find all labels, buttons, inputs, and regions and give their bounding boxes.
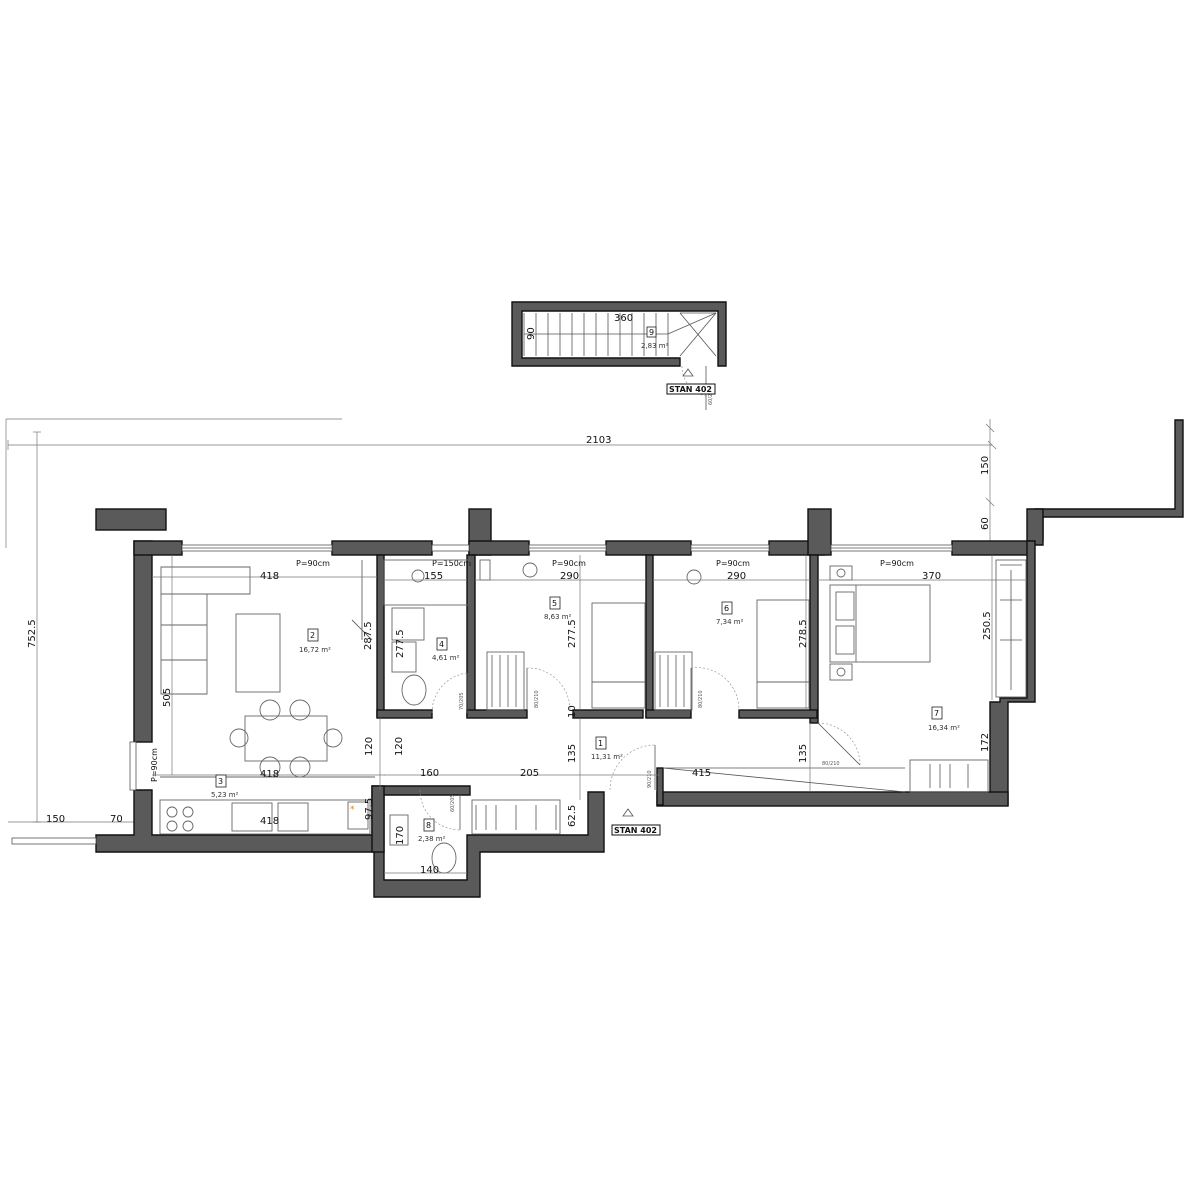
dim-room2-height: 505 (162, 688, 173, 707)
dim-room7-172: 172 (980, 733, 991, 752)
dim-hall-625: 62.5 (567, 805, 578, 827)
furniture: * 70/205 80/210 80/210 (159, 559, 1027, 874)
window-label-room4: P=150cm (432, 559, 471, 568)
room-no-9: 9 (649, 328, 654, 337)
room-area-7: 16,34 m² (928, 724, 960, 732)
dim-hall-10: 10 (567, 705, 578, 718)
room-area-4: 4,61 m² (432, 654, 460, 662)
door-label-5: 80/210 (534, 690, 540, 708)
dim-hall-120: 120 (394, 737, 405, 756)
dim-room5-height: 277.5 (567, 619, 578, 648)
room-no-5: 5 (552, 599, 557, 608)
dim-hall-975: 97.5 (364, 798, 375, 820)
dim-hall-415: 415 (692, 768, 711, 779)
room-no-8: 8 (426, 821, 431, 830)
door-label-6: 80/210 (698, 690, 704, 708)
dim-room6-height: 278.5 (798, 619, 809, 648)
stair-room-9: 60/205 360 90 9 2,83 m² STAN 402 (511, 301, 727, 410)
dim-stair-height: 90 (526, 327, 537, 340)
stan-label-top: STAN 402 (669, 385, 712, 394)
dim-ext-150-left: 150 (46, 814, 65, 825)
room-area-8: 2,38 m² (418, 835, 446, 843)
stan-label-bottom: STAN 402 (614, 826, 657, 835)
door-label-7: 80/210 (822, 761, 840, 767)
room-area-1: 11,31 m² (591, 753, 623, 761)
dim-room8-height: 170 (395, 826, 406, 845)
room-no-2: 2 (310, 631, 315, 640)
dim-room3-width2: 418 (260, 816, 279, 827)
window-label-room6: P=90cm (716, 559, 750, 568)
dim-room8-width: 140 (420, 865, 439, 876)
room-labels: 2 16,72 m² 3 5,23 m² 4 4,61 m² 5 8,63 m²… (211, 596, 960, 843)
dim-room3-height: 120 (364, 737, 375, 756)
door-label-8: 60/205 (450, 794, 456, 812)
dim-room7-height: 250.5 (982, 611, 993, 640)
windows (11, 544, 953, 845)
dimension-lines: 2103 752.5 150 70 150 60 (5, 418, 997, 825)
door-label-4: 70/205 (459, 692, 465, 710)
dim-stair-width: 360 (614, 313, 633, 324)
window-label-room3: P=90cm (150, 748, 159, 782)
room-no-6: 6 (724, 604, 729, 613)
walls (95, 508, 1036, 898)
dim-hall-135b: 135 (798, 744, 809, 763)
dim-hall-205: 205 (520, 768, 539, 779)
room-no-1: 1 (598, 739, 603, 748)
room-no-3: 3 (218, 777, 223, 786)
dim-ext-150-right: 150 (980, 456, 991, 475)
dim-overall-width: 2103 (586, 435, 611, 446)
room-no-7: 7 (934, 709, 939, 718)
room-area-3: 5,23 m² (211, 791, 239, 799)
door-label-1: 90/210 (647, 770, 653, 788)
dim-overall-height: 752.5 (27, 619, 38, 648)
svg-text:*: * (350, 805, 355, 815)
room-area-5: 8,63 m² (544, 613, 572, 621)
window-label-room7: P=90cm (880, 559, 914, 568)
door-label-9: 60/205 (708, 387, 714, 405)
dim-room4-width: 155 (424, 571, 443, 582)
dim-hall-160: 160 (420, 768, 439, 779)
dim-room3-width1: 418 (260, 769, 279, 780)
room-no-4: 4 (439, 640, 444, 649)
internal-dimensions: 418 505 287.5 418 418 120 155 277.5 290 … (152, 555, 1027, 876)
window-label-room5: P=90cm (552, 559, 586, 568)
room-area-2: 16,72 m² (299, 646, 331, 654)
dim-room6-width: 290 (727, 571, 746, 582)
room-area-9: 2,83 m² (641, 342, 669, 350)
dim-hall-135a: 135 (567, 744, 578, 763)
dim-room5-width: 290 (560, 571, 579, 582)
dim-ext-70: 70 (110, 814, 123, 825)
window-label-room2: P=90cm (296, 559, 330, 568)
dim-room2-2875: 287.5 (363, 621, 374, 650)
terrace-outline (1026, 419, 1184, 546)
dim-room7-width: 370 (922, 571, 941, 582)
dim-ext-60: 60 (980, 517, 991, 530)
dim-room2-width: 418 (260, 571, 279, 582)
dim-room4-height: 277.5 (395, 629, 406, 658)
room-area-6: 7,34 m² (716, 618, 744, 626)
